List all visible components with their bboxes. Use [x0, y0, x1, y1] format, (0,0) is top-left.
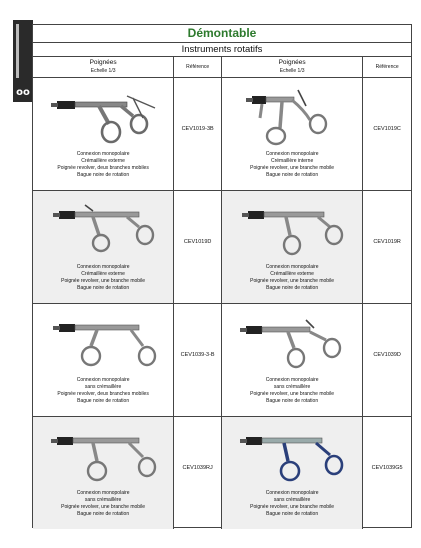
- reference-cell: CEV1019-3B: [174, 78, 222, 190]
- reference-code: CEV1019R: [373, 239, 401, 245]
- side-tab-stripe: [16, 24, 19, 78]
- instrument-cell: Connexion monopolaire Crémaillère intern…: [222, 78, 364, 190]
- reference-cell: CEV1039D: [363, 304, 411, 416]
- reference-cell: CEV1019D: [174, 191, 222, 303]
- instrument-image: [53, 324, 157, 367]
- reference-cell: CEV1039-3-B: [174, 304, 222, 416]
- instrument-description: Connexion monopolaire sans crémaillère P…: [61, 490, 146, 517]
- instrument-image: [242, 211, 344, 256]
- reference-cell: CEV1019C: [363, 78, 411, 190]
- instrument-description: Connexion monopolaire Crémaillère extern…: [57, 151, 149, 178]
- reference-code: CEV1039RJ: [182, 465, 213, 471]
- instrument-cell: Connexion monopolaire sans crémaillère P…: [222, 417, 364, 529]
- instrument-image: [246, 89, 328, 146]
- section-subtitle: Instruments rotatifs: [33, 43, 411, 57]
- instrument-image: [51, 437, 157, 482]
- side-tab-label: oo: [16, 87, 30, 98]
- instrument-image: [240, 437, 344, 482]
- instrument-image: [53, 204, 155, 253]
- reference-code: CEV1039D: [373, 352, 401, 358]
- instrument-cell: Connexion monopolaire sans crémaillère P…: [33, 417, 175, 529]
- reference-code: CEV1019D: [183, 239, 212, 245]
- table-header: Poignées Echelle 1/3 Référence Poignées …: [33, 57, 411, 78]
- header-scale-label: Echelle 1/3: [90, 68, 116, 74]
- header-handles-label: Poignées: [89, 59, 117, 66]
- header-handles-label: Poignées: [278, 59, 306, 66]
- instrument-description: Connexion monopolaire sans crémaillère P…: [250, 377, 335, 404]
- instrument-cell: Connexion monopolaire Crémaillère extern…: [33, 191, 175, 303]
- instrument-description: Connexion monopolaire Crémaillère extern…: [61, 264, 146, 291]
- table-row: Connexion monopolaire Crémaillère extern…: [33, 191, 411, 304]
- instrument-cell: Connexion monopolaire sans crémaillère P…: [33, 304, 175, 416]
- reference-code: CEV1039G5: [371, 465, 403, 471]
- instrument-description: Connexion monopolaire Crémaillère extern…: [250, 264, 335, 291]
- instrument-description: Connexion monopolaire sans crémaillère P…: [57, 377, 149, 404]
- instrument-description: Connexion monopolaire sans crémaillère P…: [250, 490, 335, 517]
- header-reference-right: Référence: [375, 64, 399, 70]
- header-reference-left: Référence: [174, 57, 222, 77]
- instrument-image: [240, 319, 342, 369]
- instrument-cell: Connexion monopolaire Crémaillère extern…: [33, 78, 175, 190]
- reference-code: CEV1039-3-B: [180, 352, 215, 358]
- side-tab: oo: [13, 20, 33, 102]
- header-scale-label: Echelle 1/3: [279, 68, 305, 74]
- reference-cell: CEV1019R: [363, 191, 411, 303]
- table-row: Connexion monopolaire sans crémaillère P…: [33, 304, 411, 417]
- table-row: Connexion monopolaire Crémaillère extern…: [33, 78, 411, 191]
- instrument-image: [51, 95, 156, 144]
- catalog-table: Démontable Instruments rotatifs Poignées…: [32, 24, 412, 529]
- reference-cell: CEV1039RJ: [174, 417, 222, 529]
- reference-code: CEV1019-3B: [181, 126, 214, 132]
- instrument-cell: Connexion monopolaire sans crémaillère P…: [222, 304, 364, 416]
- reference-cell: CEV1039G5: [363, 417, 411, 529]
- header-handles-right: Poignées Echelle 1/3: [222, 57, 364, 77]
- page-title: Démontable: [33, 25, 411, 43]
- instrument-description: Connexion monopolaire Crémaillère intern…: [250, 151, 335, 178]
- reference-code: CEV1019C: [373, 126, 401, 132]
- header-handles-left: Poignées Echelle 1/3: [33, 57, 175, 77]
- instrument-cell: Connexion monopolaire Crémaillère extern…: [222, 191, 364, 303]
- table-row: Connexion monopolaire sans crémaillère P…: [33, 417, 411, 529]
